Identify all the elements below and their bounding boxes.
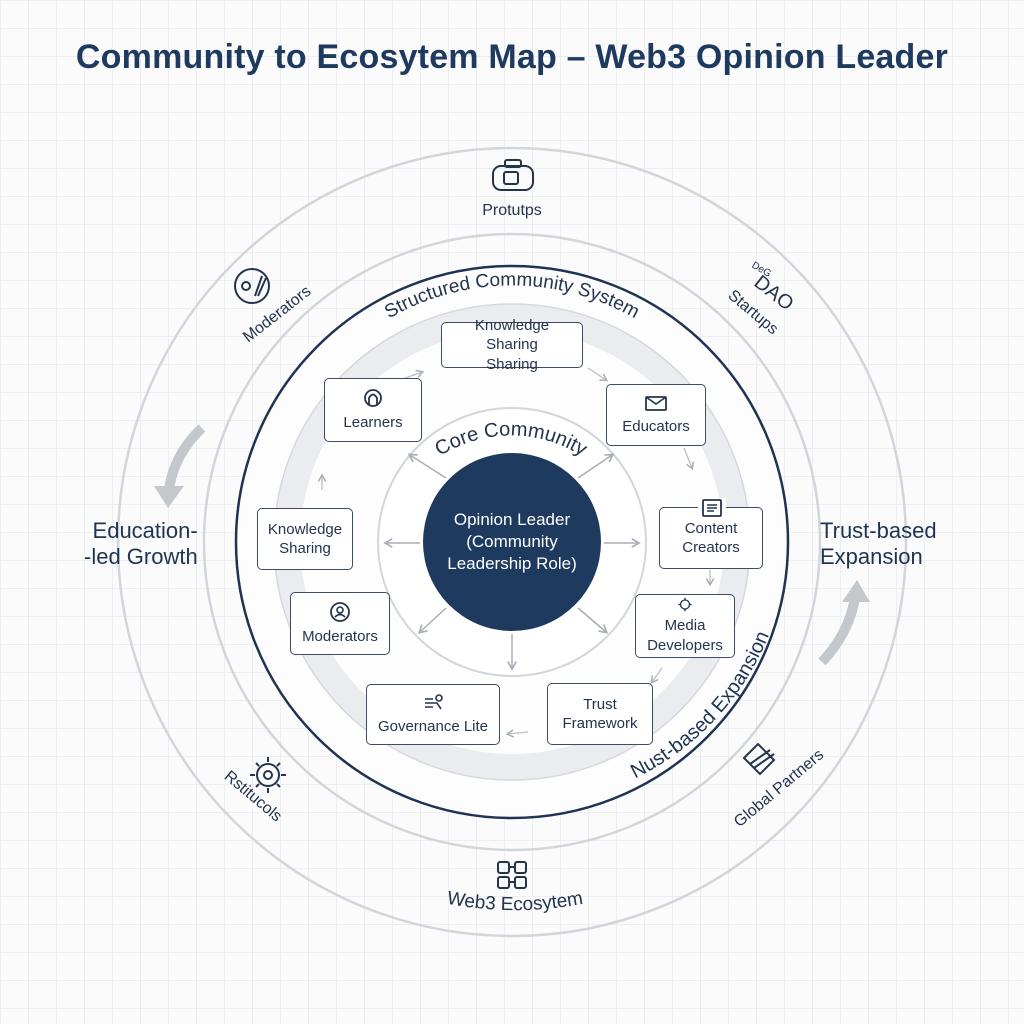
core-arrow-downleft	[417, 607, 447, 634]
node-content-line1: Content	[684, 519, 738, 537]
node-educators-label: Educators	[622, 418, 690, 436]
left-growth-arrowhead	[154, 486, 184, 508]
node-trust-framework: Trust Framework	[547, 683, 653, 745]
governance-icon	[425, 693, 443, 710]
core-arrow-upright	[577, 453, 615, 479]
flow-arrow-6	[505, 729, 529, 738]
node-knowledge-left-line1: Knowledge	[267, 520, 343, 538]
node-trust-line1: Trust	[583, 695, 617, 713]
node-educators: Educators	[606, 384, 706, 446]
education-growth-line2: -led Growth	[84, 544, 198, 570]
node-learners-label: Learners	[343, 414, 403, 432]
document-icon	[698, 498, 726, 518]
protocols-gear-icon	[250, 757, 286, 793]
node-media-line2: Developers	[647, 636, 723, 654]
trust-expansion-label: Trust-based Expansion	[820, 518, 937, 571]
outer-label-top: Protutps	[482, 202, 542, 219]
ecosystem-label: Web3 Ecosytem	[446, 888, 585, 915]
node-moderators: Moderators	[290, 592, 390, 655]
flow-arrow-5	[650, 667, 663, 684]
node-knowledge-top-line2: Sharing	[486, 355, 538, 373]
node-governance-lite: Governance Lite	[366, 684, 500, 745]
node-content-line2: Creators	[682, 539, 740, 556]
opinion-leader-core: Opinion Leader (Community Leadership Rol…	[423, 453, 601, 631]
node-governance-label: Governance Lite	[377, 717, 489, 735]
ecosystem-ring	[202, 232, 822, 852]
trust-expansion-line1: Trust-based	[820, 518, 937, 543]
flow-arrow-2	[587, 367, 608, 382]
camera-icon	[492, 159, 534, 191]
node-content-creators: Content Creators	[659, 498, 763, 569]
core-line3: Leadership Role)	[447, 554, 577, 574]
node-media-developers: Media Developers	[635, 594, 735, 658]
core-arrow-downright	[577, 607, 609, 634]
ecosystem-blocks-icon	[497, 861, 527, 889]
trust-expansion-line2: Expansion	[820, 544, 923, 570]
node-media-line1: Media	[664, 617, 706, 634]
flow-arrow-3	[683, 447, 695, 471]
node-knowledge-sharing-left: Knowledge Sharing	[257, 508, 353, 570]
partners-handshake-icon	[742, 742, 776, 776]
core-line2: (Community	[466, 531, 558, 551]
node-knowledge-top-line1: Knowledge Sharing	[474, 316, 550, 354]
moderators-outer-icon	[234, 268, 270, 304]
outer-ring	[116, 146, 908, 938]
node-knowledge-sharing-top: Knowledge Sharing Sharing	[441, 317, 583, 373]
educator-icon	[645, 396, 667, 412]
right-expansion-arrowhead	[842, 580, 870, 602]
moderator-icon	[330, 601, 350, 622]
node-moderators-label: Moderators	[302, 627, 378, 645]
page-title: Community to Ecosytem Map – Web3 Opinion…	[75, 38, 949, 76]
node-knowledge-left-line2: Sharing	[279, 540, 331, 557]
education-growth-line1: Education-	[92, 518, 198, 543]
core-arrow-upleft	[407, 453, 447, 479]
developer-gear-icon	[678, 597, 692, 612]
node-trust-line2: Framework	[562, 715, 638, 732]
learner-icon	[364, 389, 382, 408]
node-learners: Learners	[324, 378, 422, 442]
education-growth-label: Education- -led Growth	[84, 518, 198, 571]
core-line1: Opinion Leader	[453, 509, 571, 529]
